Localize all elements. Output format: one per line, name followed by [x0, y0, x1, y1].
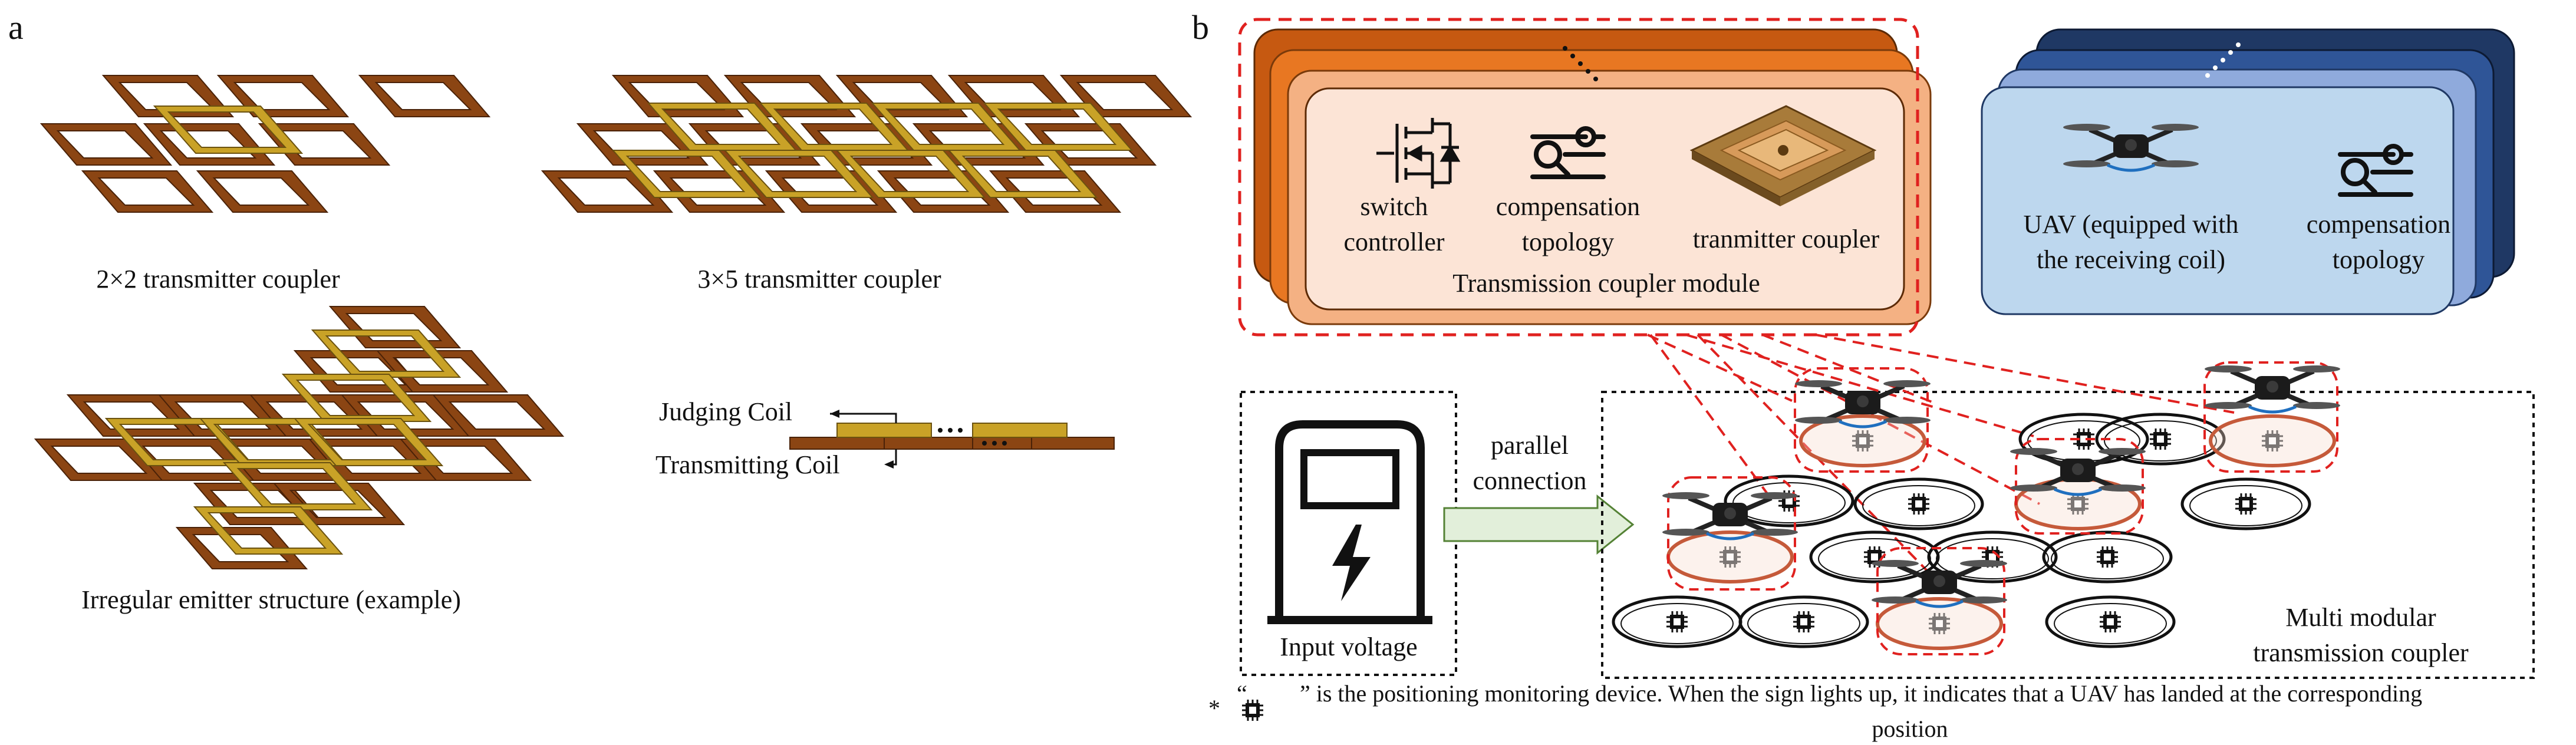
panel-b-label: b: [1192, 8, 1209, 47]
transmitting-coil-label: Transmitting Coil: [655, 450, 840, 479]
footnote-line-1: ” is the positioning monitoring device. …: [1300, 680, 2422, 707]
uav-compensation-icon: [2338, 144, 2413, 197]
judging-coil-label: Judging Coil: [659, 397, 792, 426]
irregular-emitter: [35, 306, 564, 569]
footnote-line-2: position: [1872, 716, 1948, 742]
coupler-3x5: [542, 75, 1191, 213]
multi-label-2: transmission coupler: [2253, 638, 2469, 667]
landed-drone-2: [2205, 365, 2340, 412]
uav-comp-label-1: compensation: [2307, 210, 2450, 239]
parallel-arrow: [1443, 494, 1635, 555]
comp-label-1: compensation: [1496, 192, 1640, 221]
pcb-coupler-icon: [1689, 105, 1877, 206]
module-highlight: [1238, 18, 1919, 337]
multi-coupler-box: [1601, 391, 2535, 679]
leader-lines: [1647, 334, 2235, 591]
caption-3x5: 3×5 transmitter coupler: [697, 265, 941, 294]
multi-label-1: Multi modular: [2285, 603, 2436, 632]
caption-2x2: 2×2 transmitter coupler: [96, 265, 340, 294]
switch-label-2: controller: [1343, 228, 1444, 256]
module-title: Transmission coupler module: [1452, 269, 1760, 298]
coil-array: [1612, 413, 2336, 650]
input-voltage-label: Input voltage: [1280, 632, 1417, 661]
coupler-2x2: [41, 75, 490, 213]
coupler-label: tranmitter coupler: [1693, 225, 1880, 253]
coil-side-view: [789, 410, 1115, 469]
footnote-star: *: [1208, 695, 1220, 721]
caption-irregular: Irregular emitter structure (example): [81, 585, 461, 614]
mosfet-icon: [1376, 118, 1461, 189]
input-voltage-box: [1240, 391, 1457, 676]
parallel-label-2: connection: [1473, 466, 1586, 495]
footnote-open-quote: “: [1237, 680, 1247, 707]
panel-a-label: a: [8, 8, 24, 47]
comp-label-2: topology: [1522, 228, 1614, 256]
parallel-label-1: parallel: [1491, 431, 1569, 460]
compensation-icon: [1530, 126, 1606, 179]
uav-label-1: UAV (equipped with: [2023, 210, 2238, 239]
uav-stack: [1981, 28, 2515, 315]
uav-label-2: the receiving coil): [2037, 245, 2225, 274]
uav-comp-label-2: topology: [2333, 245, 2425, 274]
charging-station-icon: [1267, 420, 1432, 624]
switch-label-1: switch: [1361, 192, 1428, 221]
